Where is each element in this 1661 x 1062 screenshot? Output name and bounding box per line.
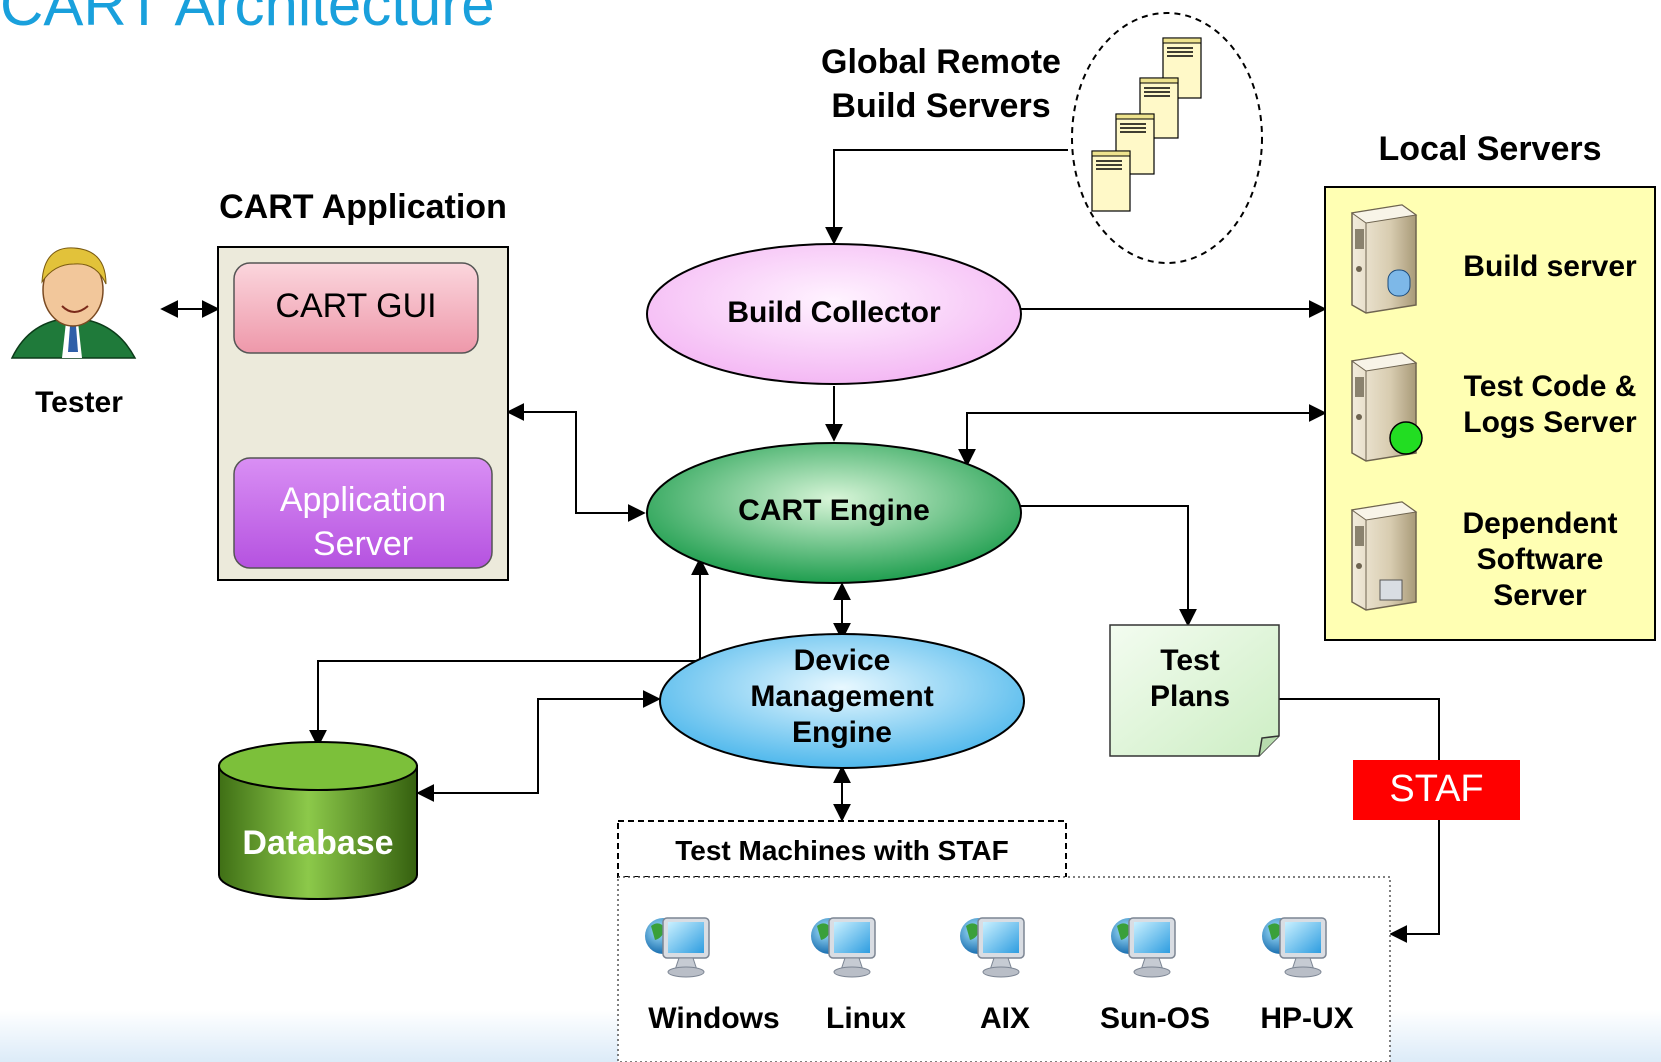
machine-linux-label: Linux <box>826 1002 906 1035</box>
machine-windows-label: Windows <box>648 1002 780 1035</box>
device-engine-label: Device Management Engine <box>750 644 934 749</box>
test-code-server-icon <box>1351 352 1423 462</box>
dependent-server-label: Dependent Software Server <box>1462 507 1618 612</box>
build-server-label: Build server <box>1463 250 1637 283</box>
application-server-label: Application Server <box>279 481 447 564</box>
staf-label: STAF <box>1389 768 1484 810</box>
test-machines-title-box <box>617 820 1067 878</box>
cart-engine-label: CART Engine <box>738 494 930 527</box>
local-servers-title: Local Servers <box>1378 130 1602 168</box>
machine-hpux-label: HP-UX <box>1260 1002 1354 1035</box>
database-label: Database <box>242 824 394 862</box>
tester-icon <box>10 247 137 359</box>
global-servers-title: Global Remote Build Servers <box>821 43 1061 126</box>
cart-engine-ellipse <box>646 442 1022 584</box>
test-machines-title: Test Machines with STAF <box>675 835 1009 866</box>
build-collector-label: Build Collector <box>727 296 941 329</box>
device-engine-ellipse <box>659 633 1025 769</box>
database-cylinder <box>218 741 418 900</box>
global-servers-cluster <box>1071 12 1263 264</box>
machine-aix-label: AIX <box>979 1002 1030 1035</box>
test-code-server-label: Test Code & Logs Server <box>1463 370 1637 439</box>
staf-badge <box>1353 760 1520 820</box>
cart-gui-label: CART GUI <box>275 287 437 325</box>
page-title: CART Architecture <box>0 0 495 38</box>
test-plans-label: Test Plans <box>1149 644 1231 713</box>
application-server-box <box>233 457 493 569</box>
machine-sunos-label: Sun-OS <box>1100 1002 1210 1035</box>
tester-label: Tester <box>35 386 123 419</box>
cart-gui-box <box>233 262 479 354</box>
build-collector-ellipse <box>646 243 1022 385</box>
remote-server-icon <box>1091 37 1202 212</box>
cart-application-title: CART Application <box>219 188 507 226</box>
build-server-icon <box>1351 204 1417 314</box>
dependent-server-icon <box>1351 501 1417 611</box>
